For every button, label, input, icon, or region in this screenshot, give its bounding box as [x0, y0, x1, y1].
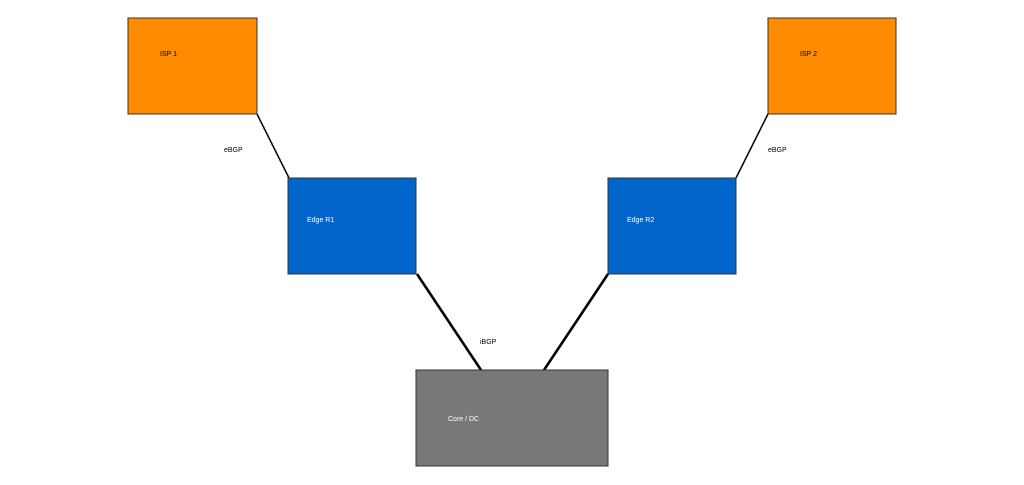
node-edge-r1: Edge R1	[287, 177, 417, 275]
link-label-isp2-edge-r2: eBGP	[768, 147, 787, 154]
link-label-isp1-edge-r1: eBGP	[224, 147, 243, 154]
node-isp2-box	[767, 17, 897, 115]
link-label-edge-r1-core: iBGP	[480, 339, 497, 346]
link-isp2-edge-r2	[735, 113, 769, 179]
node-core-label: Core / DC	[448, 416, 479, 423]
link-labels: eBGP eBGP iBGP	[224, 147, 787, 346]
node-isp1-label: ISP 1	[160, 51, 177, 58]
link-edge-r2-core	[542, 273, 610, 371]
node-core: Core / DC	[415, 369, 609, 467]
node-edge-r1-label: Edge R1	[307, 217, 334, 224]
node-isp2: ISP 2	[767, 17, 897, 115]
node-isp2-label: ISP 2	[800, 51, 817, 58]
node-isp1: ISP 1	[127, 17, 258, 115]
node-edge-r2: Edge R2	[607, 177, 737, 275]
node-edge-r2-box	[607, 177, 737, 275]
links	[256, 113, 769, 371]
node-core-box	[415, 369, 609, 467]
node-isp1-box	[127, 17, 258, 115]
node-edge-r2-label: Edge R2	[627, 217, 654, 224]
link-edge-r1-core	[415, 273, 483, 371]
link-isp1-edge-r1	[256, 113, 290, 179]
node-edge-r1-box	[287, 177, 417, 275]
